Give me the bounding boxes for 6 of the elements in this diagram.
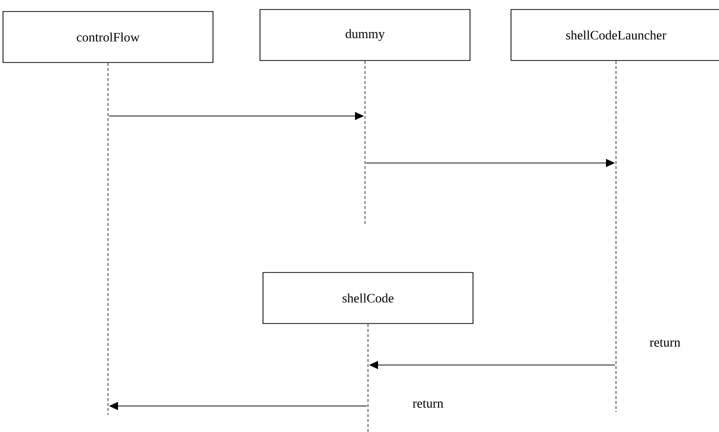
lifeline-box: shellCode	[262, 272, 474, 324]
lifeline-box: shellCodeLauncher	[510, 9, 719, 61]
lifeline-box: controlFlow	[2, 11, 214, 63]
edge-label: return	[412, 399, 444, 409]
lifeline-box: dummy	[260, 9, 470, 61]
edge-label: return	[648, 338, 682, 348]
